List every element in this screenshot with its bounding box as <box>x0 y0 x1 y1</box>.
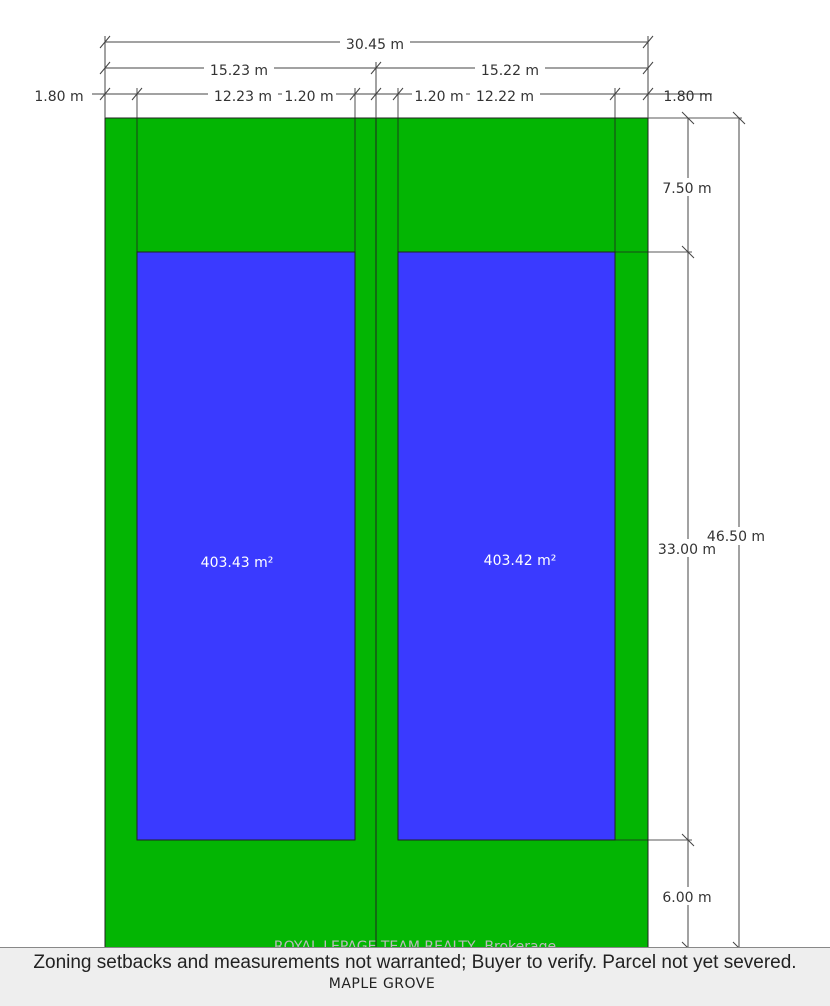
left-building-area: 403.43 m² <box>201 555 274 571</box>
dim-building-depth: 33.00 m <box>658 542 716 558</box>
dim-front-setback: 7.50 m <box>662 181 711 197</box>
dim-left-side-setback: 1.80 m <box>34 89 83 105</box>
dim-right-interior-setback: 1.20 m <box>414 89 463 105</box>
dim-left-building-width: 12.23 m <box>214 89 272 105</box>
footer-bar: Zoning setbacks and measurements not war… <box>0 947 830 1006</box>
dim-total-width: 30.45 m <box>346 37 404 53</box>
dim-left-interior-setback: 1.20 m <box>284 89 333 105</box>
dim-right-side-setback: 1.80 m <box>663 89 712 105</box>
dim-right-building-width: 12.22 m <box>476 89 534 105</box>
dim-rear-setback: 6.00 m <box>662 890 711 906</box>
disclaimer-text: Zoning setbacks and measurements not war… <box>33 952 797 973</box>
dim-right-lot-width: 15.22 m <box>481 63 539 79</box>
right-building-area: 403.42 m² <box>484 553 557 569</box>
street-name: MAPLE GROVE <box>328 976 436 992</box>
right-building <box>397 251 616 841</box>
left-building <box>136 251 356 841</box>
dim-left-lot-width: 15.23 m <box>210 63 268 79</box>
dim-total-depth: 46.50 m <box>707 529 765 545</box>
